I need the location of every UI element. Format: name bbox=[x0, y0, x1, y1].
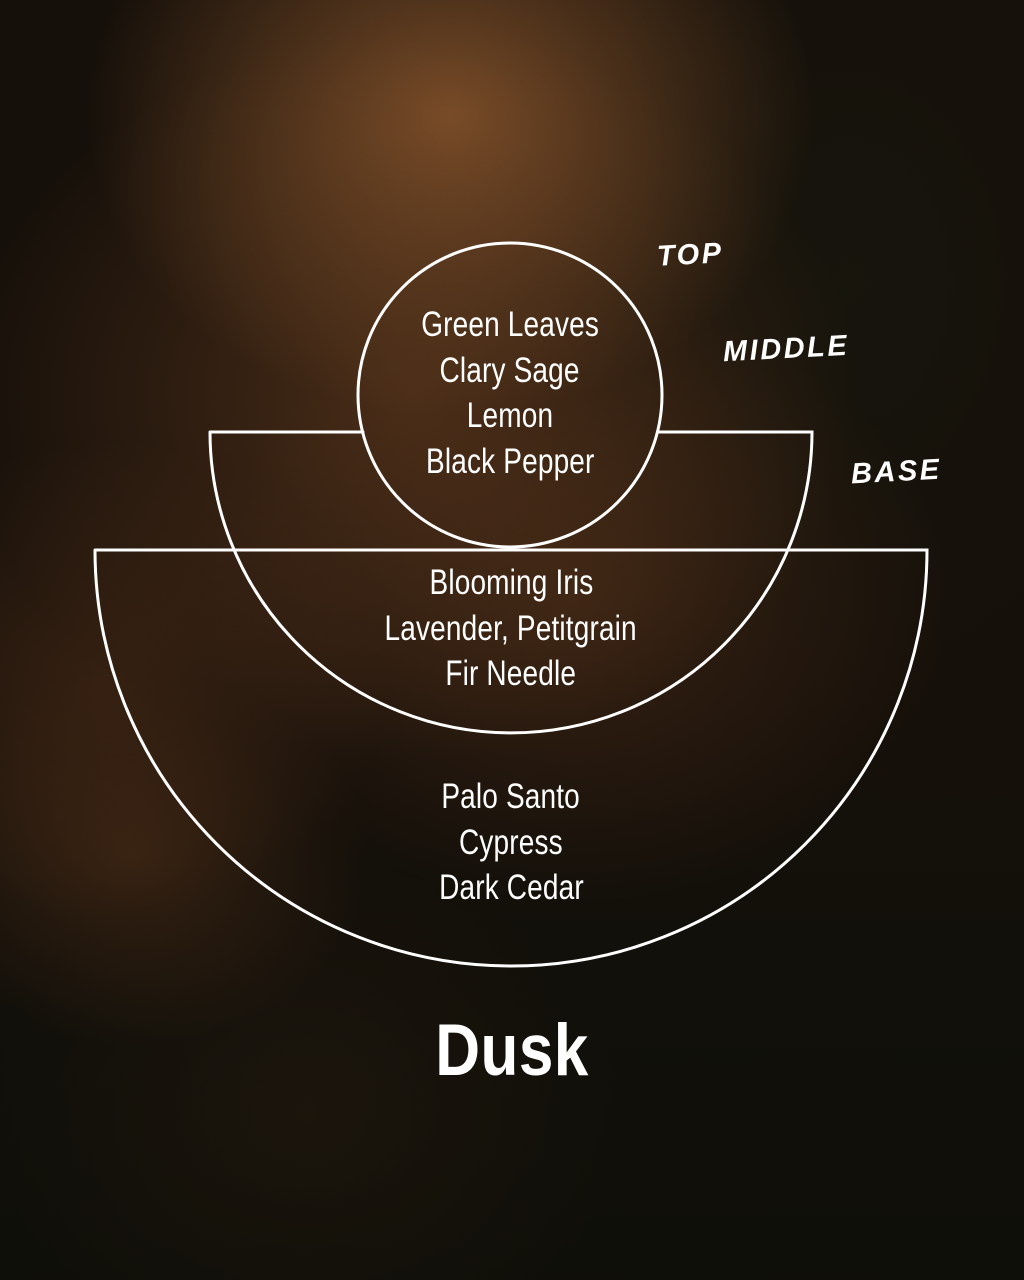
note-line: Clary Sage bbox=[439, 350, 581, 390]
top-level-label: TOP bbox=[656, 237, 725, 273]
note-line: Lavender, Petitgrain bbox=[384, 608, 638, 648]
fragrance-title: Dusk bbox=[435, 1010, 589, 1091]
note-line: Black Pepper bbox=[425, 441, 595, 481]
note-line: Blooming Iris bbox=[429, 563, 593, 602]
middle-notes-list: Blooming Iris Lavender, Petitgrain Fir N… bbox=[311, 560, 711, 697]
note-line: Green Leaves bbox=[421, 305, 599, 344]
note-line: Fir Needle bbox=[445, 654, 577, 694]
note-line: Lemon bbox=[466, 396, 554, 436]
note-line: Palo Santo bbox=[441, 777, 581, 816]
note-line: Cypress bbox=[459, 822, 563, 862]
top-notes-list: Green Leaves Clary Sage Lemon Black Pepp… bbox=[330, 302, 690, 484]
note-line: Dark Cedar bbox=[438, 868, 584, 908]
middle-level-label: MIDDLE bbox=[722, 329, 850, 369]
base-notes-list: Palo Santo Cypress Dark Cedar bbox=[331, 774, 691, 911]
base-level-label: BASE bbox=[850, 453, 943, 491]
